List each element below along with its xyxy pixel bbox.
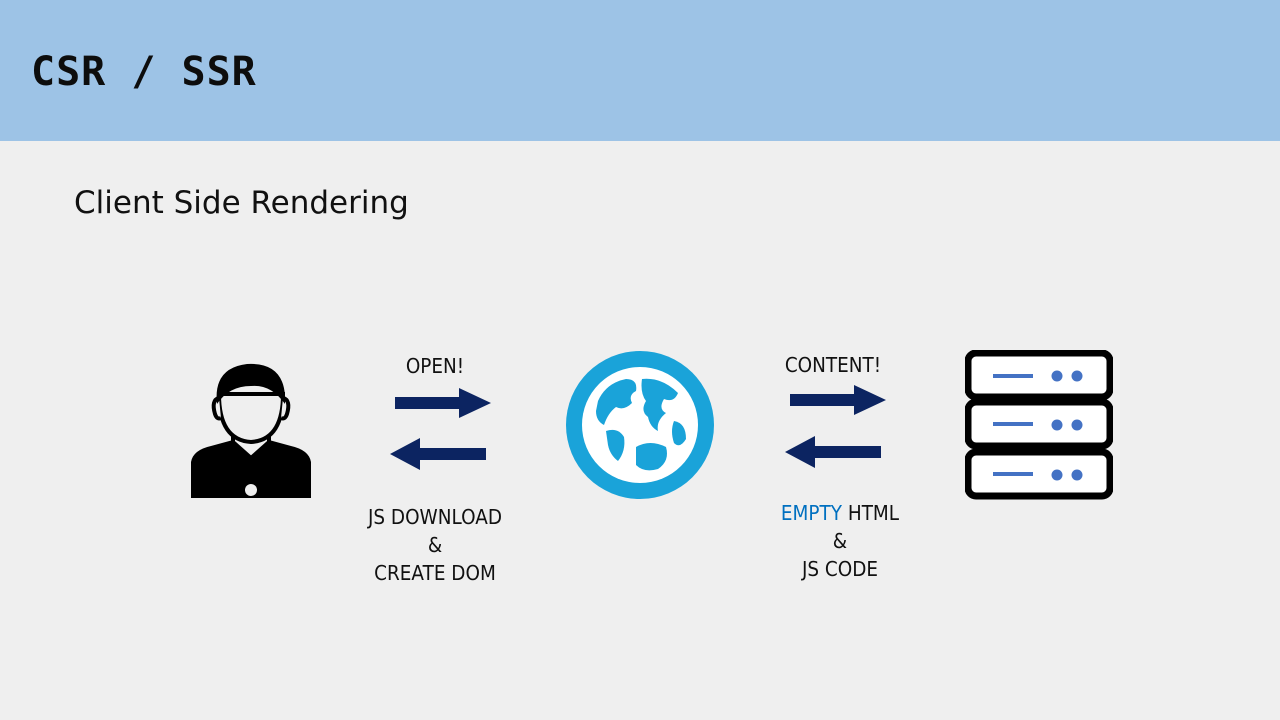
content-label-text: CONTENT! — [784, 353, 882, 377]
arrow-left-icon — [390, 438, 486, 470]
js-download-line1: JS DOWNLOAD — [367, 505, 503, 529]
empty-html-line2: & — [832, 529, 848, 553]
open-label: OPEN! — [389, 352, 481, 380]
empty-html-line3: JS CODE — [801, 557, 879, 581]
empty-accent-text: EMPTY — [780, 501, 843, 525]
html-text: HTML — [842, 501, 900, 525]
header-bar: CSR / SSR — [0, 0, 1280, 141]
empty-html-line1: EMPTY HTML — [762, 499, 918, 527]
user-icon — [189, 362, 313, 500]
server-icon — [965, 350, 1113, 500]
arrow-left-icon — [785, 436, 881, 468]
js-download-line2: & — [427, 533, 443, 557]
empty-html-label: EMPTY HTML & JS CODE — [762, 499, 918, 583]
open-label-text: OPEN! — [405, 354, 465, 378]
globe-browser-icon — [566, 351, 714, 499]
js-download-line3: CREATE DOM — [374, 561, 496, 585]
page-title: CSR / SSR — [31, 49, 257, 95]
content-label: CONTENT! — [773, 351, 893, 379]
section-subtitle: Client Side Rendering — [74, 185, 409, 221]
js-download-label: JS DOWNLOAD & CREATE DOM — [352, 503, 518, 587]
arrow-right-icon — [395, 388, 491, 418]
arrow-right-icon — [790, 385, 886, 415]
